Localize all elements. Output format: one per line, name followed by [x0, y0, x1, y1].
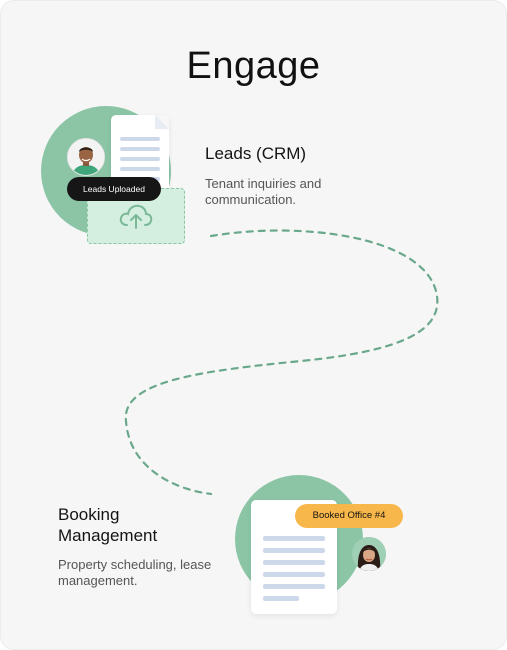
booking-description: Property scheduling, lease management. — [58, 557, 212, 588]
avatar — [352, 537, 386, 571]
avatar — [67, 138, 105, 176]
cloud-upload-icon — [119, 204, 153, 229]
booked-office-badge: Booked Office #4 — [295, 504, 403, 528]
page-title: Engage — [186, 45, 321, 87]
leads-heading: Leads (CRM) — [205, 144, 307, 163]
booking-heading: Booking Management — [58, 505, 158, 545]
leads-uploaded-badge: Leads Uploaded — [67, 177, 161, 201]
leads-description: Tenant inquiries and communication. — [205, 176, 322, 207]
